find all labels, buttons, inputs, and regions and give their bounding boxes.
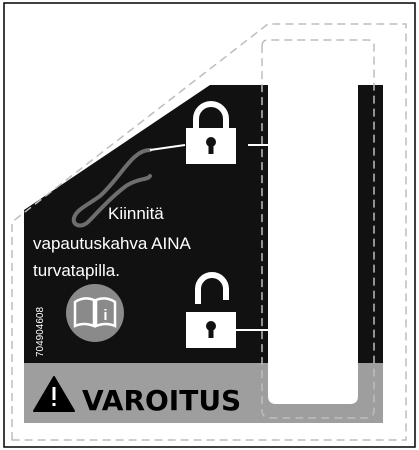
instruction-line-3: turvatapilla. (33, 261, 120, 280)
die-cut-outer (11, 23, 407, 441)
die-cut-slot (261, 39, 375, 419)
slot-edge (358, 85, 383, 363)
padlock-locked-icon (186, 101, 236, 164)
svg-text:i: i (103, 307, 107, 324)
warning-word: VAROITUS (82, 384, 241, 417)
read-manual-icon: i (66, 284, 124, 342)
warning-triangle-icon (33, 376, 75, 412)
slot-cutout (268, 85, 358, 404)
part-number: 704904608 (35, 307, 46, 357)
padlock-unlocked-icon (186, 272, 268, 348)
instruction-line-1: Kiinnitä (108, 204, 164, 223)
release-handle-illustration (71, 144, 268, 228)
instruction-line-2: vapautuskahva AINA (33, 234, 191, 253)
